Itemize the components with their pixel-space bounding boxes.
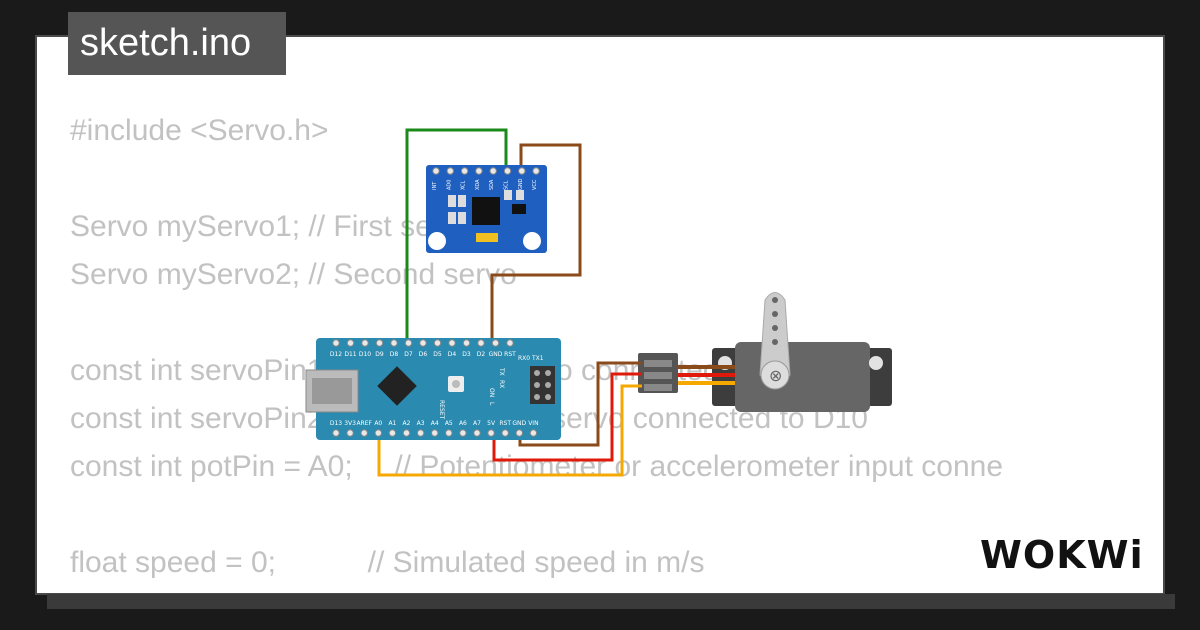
pin-label-3v3: 3V3 — [344, 420, 356, 427]
pin-ad0[interactable] — [446, 167, 454, 175]
mpu6050-module[interactable]: INT AD0 XCL XDA SDA SCL GND VCC — [426, 165, 547, 253]
pin-label-aref: AREF — [356, 420, 372, 427]
pin-d7[interactable] — [404, 339, 413, 347]
pin-label-a3: A3 — [417, 420, 425, 427]
nano-label-l: L — [488, 402, 495, 406]
pin-label-d6: D6 — [419, 351, 428, 358]
pin-label-a7: A7 — [473, 420, 481, 427]
pin-d2[interactable] — [477, 339, 485, 347]
pin-label-ad0: AD0 — [446, 180, 452, 190]
nano-label-on: ON — [488, 388, 495, 397]
pin-a4[interactable] — [431, 429, 439, 437]
pin-xcl[interactable] — [460, 167, 469, 175]
pin-label-a6: A6 — [459, 420, 467, 427]
pin-label-gnd: GND — [489, 351, 503, 358]
pin-label-xcl: XCL — [461, 180, 467, 190]
servo-connector[interactable] — [638, 353, 678, 393]
pin-label-a0: A0 — [374, 420, 382, 427]
servo-motor[interactable]: ⊗ — [712, 292, 892, 413]
code-line: Servo myServo2; // Second servo — [70, 258, 517, 291]
pin-label-vcc: VCC — [532, 179, 538, 190]
pin-a5[interactable] — [445, 429, 453, 437]
wire-brown-gnd[interactable] — [490, 143, 582, 342]
pin-a7[interactable] — [473, 429, 481, 437]
pin-label-d5: D5 — [433, 351, 442, 358]
code-line: float speed = 0; // Simulated speed in m… — [70, 546, 705, 579]
pin-5v[interactable] — [487, 429, 495, 437]
pin-scl[interactable] — [503, 167, 512, 175]
pin-label-int: INT — [432, 181, 438, 190]
pin-label-d9: D9 — [375, 351, 384, 358]
pin-label-gnd: GND — [518, 178, 524, 190]
wire-brown-servo[interactable] — [518, 361, 642, 447]
wire-red[interactable] — [492, 372, 642, 462]
wokwi-logo[interactable]: WOKWi — [980, 530, 1150, 575]
pin-label-xda: XDA — [475, 179, 481, 190]
pin-d3[interactable] — [462, 339, 471, 347]
nano-label-tx1: TX1 — [531, 355, 544, 362]
pin-label-a5: A5 — [445, 420, 453, 427]
pin-gnd[interactable] — [515, 429, 523, 437]
pin-a6[interactable] — [459, 429, 467, 437]
pin-gnd[interactable] — [518, 167, 526, 175]
nano-label-rx: RX — [498, 380, 505, 388]
pin-xda[interactable] — [475, 167, 483, 175]
nano-label-rx0: RX0 — [518, 355, 530, 362]
nano-label-tx: TX — [498, 367, 505, 376]
pin-d10[interactable] — [361, 339, 369, 347]
pin-int[interactable] — [432, 167, 440, 175]
pin-d11[interactable] — [346, 339, 355, 347]
pin-d8[interactable] — [390, 339, 398, 347]
pin-label-d13: D13 — [330, 420, 342, 427]
pin-d6[interactable] — [419, 339, 427, 347]
file-tab[interactable]: sketch.ino — [68, 12, 286, 75]
pin-d9[interactable] — [375, 339, 384, 347]
pin-rst[interactable] — [501, 429, 509, 437]
pin-label-d3: D3 — [462, 351, 471, 358]
pin-gnd[interactable] — [491, 339, 500, 347]
pin-label-5v: 5V — [487, 420, 496, 427]
pin-d13[interactable] — [332, 429, 340, 437]
pin-d12[interactable] — [332, 339, 340, 347]
pin-a0[interactable] — [374, 429, 382, 437]
pin-a1[interactable] — [388, 429, 397, 437]
pin-label-a4: A4 — [431, 420, 439, 427]
pin-aref[interactable] — [360, 429, 368, 437]
pin-label-d11: D11 — [344, 351, 356, 358]
pin-label-d7: D7 — [404, 351, 413, 358]
nano-label-reset: RESET — [438, 400, 445, 420]
pin-label-a1: A1 — [388, 420, 396, 427]
pin-vin[interactable] — [529, 429, 538, 437]
pin-d4[interactable] — [448, 339, 456, 347]
pin-label-a2: A2 — [403, 420, 411, 427]
code-line: const int potPin = A0; // Potentiometer … — [70, 450, 1004, 483]
pin-label-gnd: GND — [512, 420, 526, 427]
pin-label-d10: D10 — [359, 351, 371, 358]
pin-label-vin: VIN — [528, 420, 538, 427]
pin-d5[interactable] — [433, 339, 442, 347]
pin-rst[interactable] — [506, 339, 514, 347]
pin-label-d12: D12 — [330, 351, 342, 358]
code-line: #include <Servo.h> — [70, 114, 329, 147]
pin-label-sda: SDA — [489, 179, 495, 190]
pin-label-d8: D8 — [390, 351, 399, 358]
pin-label-d4: D4 — [448, 351, 457, 358]
pin-a2[interactable] — [402, 429, 411, 437]
pin-label-rst: RST — [504, 351, 516, 358]
wokwi-logo-text: WOKWi — [980, 533, 1144, 575]
pin-3v3[interactable] — [346, 429, 354, 437]
servo-screw-icon: ⊗ — [769, 366, 782, 385]
pin-sda[interactable] — [489, 167, 497, 175]
pin-label-scl: SCL — [504, 180, 510, 190]
pin-label-rst: RST — [499, 420, 511, 427]
pin-a3[interactable] — [416, 429, 425, 437]
pin-label-d2: D2 — [477, 351, 486, 358]
card-shadow — [47, 594, 1175, 609]
pin-vcc[interactable] — [532, 167, 540, 175]
mpu-pins: INT AD0 XCL XDA SDA SCL GND VCC — [432, 167, 540, 190]
